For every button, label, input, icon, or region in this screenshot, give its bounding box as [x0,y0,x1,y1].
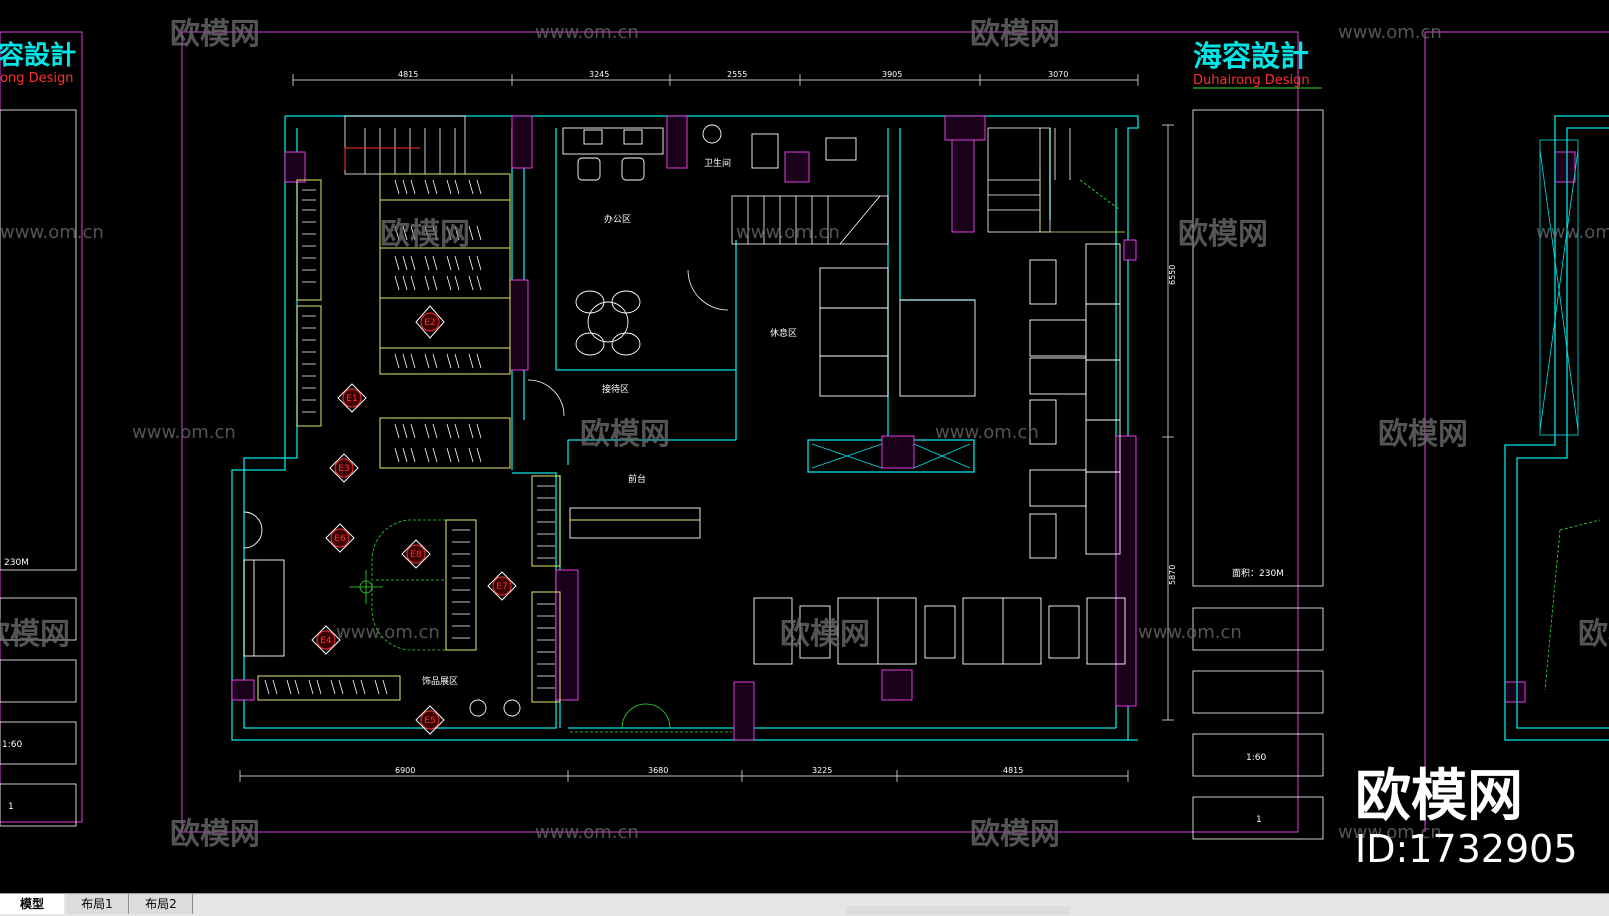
right-sheet-value: 1 [1256,815,1262,825]
svg-text:E6: E6 [334,534,346,544]
dimension-texts: 4815 3245 2555 3905 3070 6900 3680 3225 … [395,70,1177,775]
dim-top-3: 2555 [727,70,747,79]
watermark-url: www.om.cn [1338,822,1442,843]
stair-rail-red [344,147,420,170]
watermark-url: www.om.cn [535,822,639,843]
dim-bottom-3: 3225 [812,766,832,775]
clothing-racks [257,173,561,703]
label-display: 饰品展区 [422,675,458,687]
watermark-url: www.om.cn [535,22,639,43]
marker-e2: E2 [415,305,445,339]
right-scale-value: 1:60 [1246,753,1266,763]
watermark-brand: 欧模网 [970,817,1060,852]
watermark-brand: 欧模网 [780,617,870,652]
dim-bottom-2: 3680 [648,766,668,775]
marker-e3: E3 [329,453,359,483]
id-watermark: 欧模网 ID:1732905 [1355,764,1578,871]
watermark-brand: 欧模网 [580,417,670,452]
hanger-marks [264,179,555,695]
label-dining: 接待区 [602,383,629,395]
tab-layout-1[interactable]: 布局1 [66,894,129,914]
marker-e8: E8 [401,539,431,569]
svg-text:E5: E5 [424,716,435,726]
layout-tab-bar: 模型 布局1 布局2 [0,893,1609,916]
label-office: 办公区 [604,213,631,225]
dim-right-2: 5870 [1168,565,1177,585]
dim-top-2: 3245 [589,70,609,79]
tab-layout-2[interactable]: 布局2 [130,894,193,914]
svg-text:E1: E1 [346,394,357,404]
svg-text:E4: E4 [320,636,332,646]
left-area: 230M [4,558,29,568]
marker-e5: E5 [415,705,445,735]
railing [811,139,1579,469]
watermark-brand: 欧模网 [970,17,1060,52]
watermark-url: www.om.cn [1536,222,1609,243]
watermark-brand: 欧模网 [1378,417,1468,452]
watermark-brand: 欧模网 [170,817,260,852]
label-lounge: 休息区 [770,327,797,339]
watermark-url: www.om.cn [736,222,840,243]
stairs [344,115,1125,245]
watermark-brand: 欧模网 [170,17,260,52]
watermark-url: www.om.cn [1138,622,1242,643]
watermark-url: www.om.cn [0,222,104,243]
watermark-brand: 欧模网 [380,217,470,252]
watermark-brand: 欧模网 [1178,217,1268,252]
watermark-url: www.om.cn [132,422,236,443]
watermark-url: www.om.cn [1338,22,1442,43]
watermarks: 欧模网 欧模网 欧模网 欧模网 欧模网 欧模网 欧模网 欧模网 欧模网 欧模网 … [0,17,1609,852]
dim-bottom-4: 4815 [1003,766,1023,775]
svg-text:E3: E3 [338,464,349,474]
status-toolbar-strip [846,906,1070,915]
svg-text:E2: E2 [424,318,435,328]
right-logo-en: Duhairong Design [1193,73,1310,88]
big-brand-watermark: 欧模网 [1355,764,1523,829]
dim-bottom-1: 6900 [395,766,415,775]
display-zone [349,519,1601,691]
watermark-url: www.om.cn [336,622,440,643]
tab-model[interactable]: 模型 [0,894,64,914]
doors [527,269,732,733]
right-logo-cn: 海容設計 [1193,39,1309,73]
left-sheet-no: 1 [8,802,14,812]
title-block-left: 容設計 ong Design 230M 1:60 1 [0,40,77,827]
furniture [243,124,1126,717]
room-labels: 办公区 卫生间 休息区 前台 饰品展区 接待区 [422,157,797,687]
left-logo-cn: 容設計 [0,40,76,71]
right-area-label: 面积：230M [1232,567,1284,579]
watermark-brand: 欧模网 [1578,617,1609,652]
marker-e4: E4 [311,625,341,655]
label-restroom: 卫生间 [704,157,731,169]
left-scale: 1:60 [2,740,22,750]
marker-e7: E7 [487,571,517,601]
cad-model-canvas[interactable]: 容設計 ong Design 230M 1:60 1 海容設計 Duhairon… [0,0,1609,893]
adjacent-sheet-walls [1504,115,1609,741]
watermark-url: www.om.cn [935,422,1039,443]
dim-top-5: 3070 [1048,70,1068,79]
elevation-markers: E1 E2 E3 E4 E5 E6 E7 E8 [311,305,517,735]
lounge-column [881,435,915,469]
left-logo-en: ong Design [0,71,73,86]
dimension-lines [239,74,1174,782]
dim-top-1: 4815 [398,70,418,79]
sheet-frames [0,31,1609,833]
id-watermark-text: ID:1732905 [1355,827,1578,871]
title-block-right: 海容設計 Duhairong Design 面积：230M 1:60 1 [1192,39,1324,840]
svg-text:E7: E7 [496,582,507,592]
structural-columns [231,115,1576,741]
label-front-desk: 前台 [628,473,646,485]
dim-right-1: 6550 [1168,265,1177,285]
svg-text:E8: E8 [410,550,422,560]
marker-e6: E6 [325,523,355,553]
watermark-brand: 欧模网 [0,617,70,652]
marker-e1: E1 [337,383,367,413]
dim-top-4: 3905 [882,70,902,79]
